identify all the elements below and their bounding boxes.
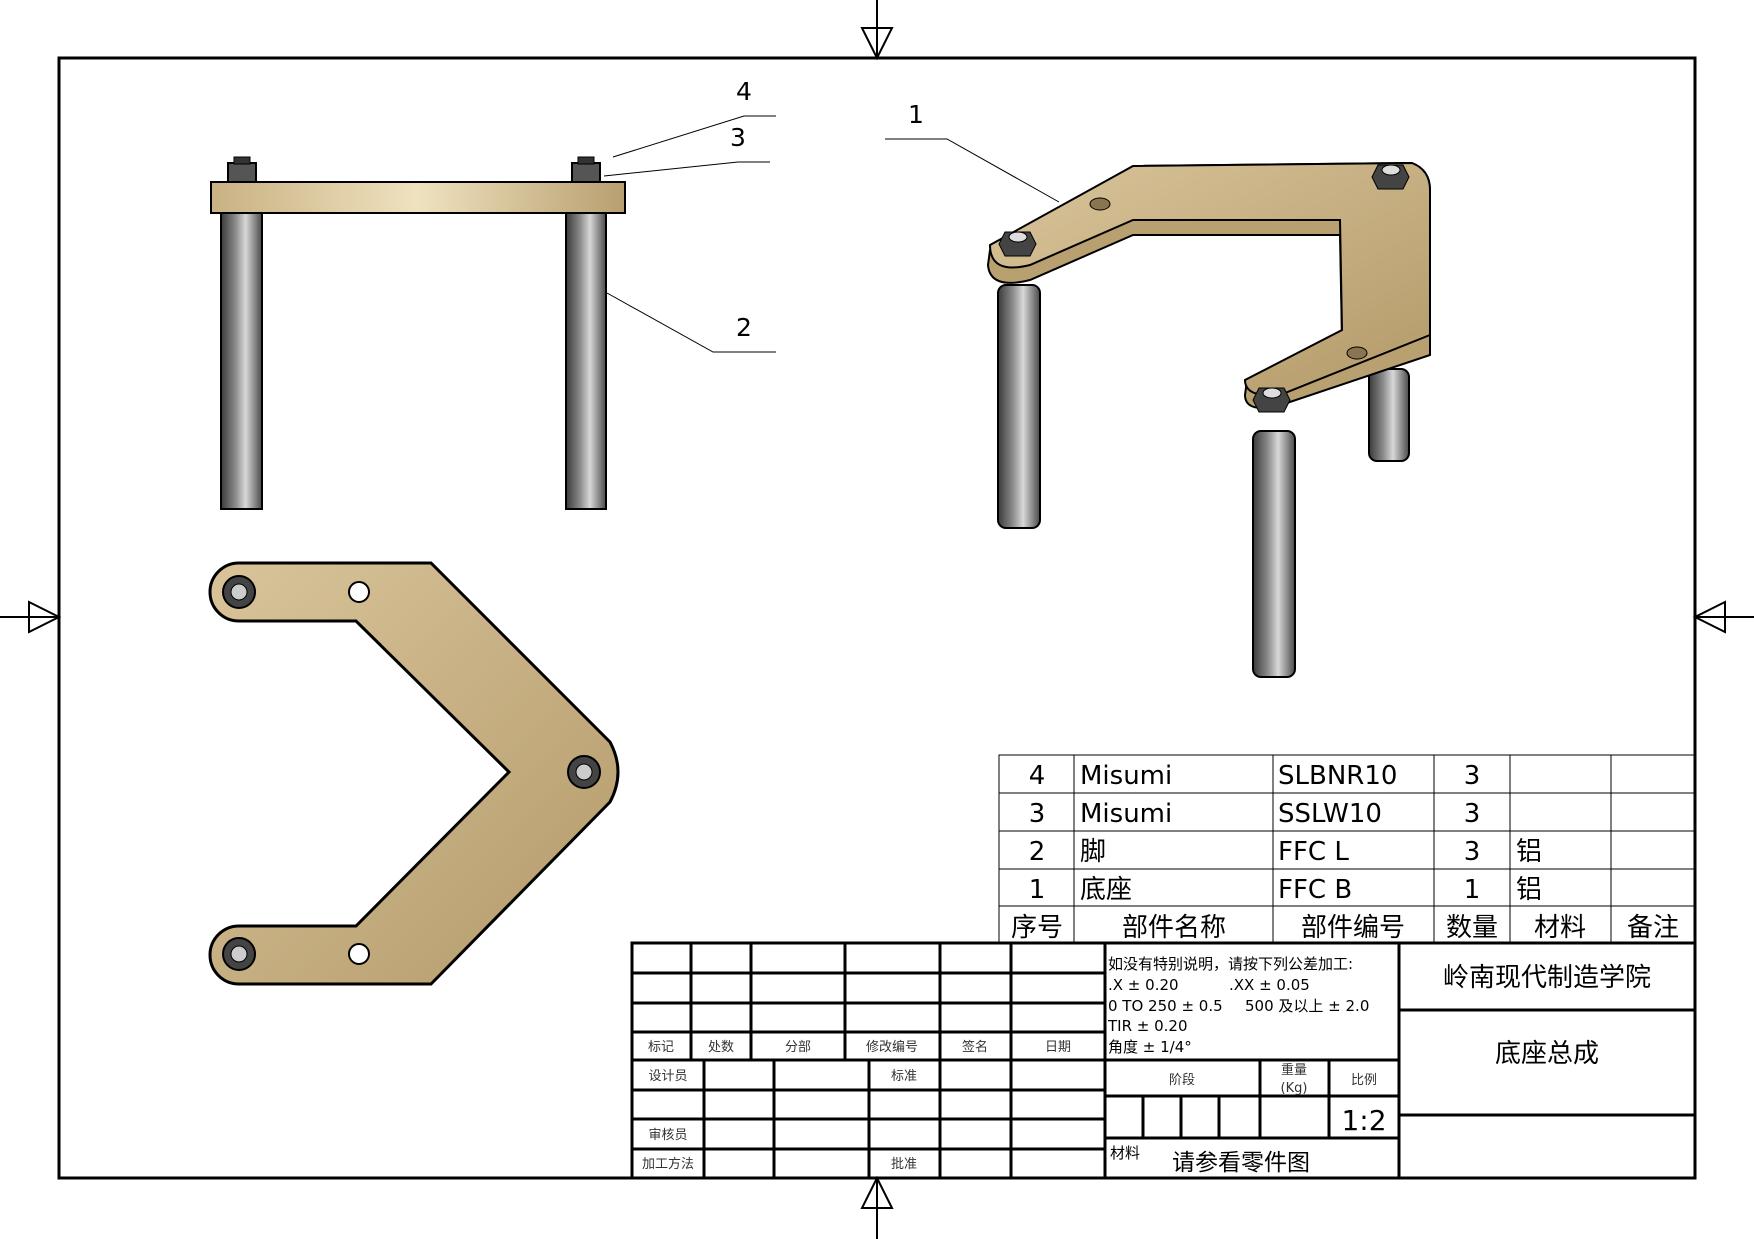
nut-icon (1371, 164, 1410, 190)
svg-text:.X ± 0.20: .X ± 0.20 (1108, 976, 1179, 994)
balloon-1-label: 1 (908, 100, 924, 129)
balloon-2: 2 (606, 292, 776, 353)
svg-text:SLBNR10: SLBNR10 (1278, 761, 1397, 791)
top-view (208, 561, 620, 986)
scale-label: 比例 (1351, 1073, 1377, 1088)
svg-text:0 TO 250 ± 0.5: 0 TO 250 ± 0.5 (1108, 997, 1223, 1015)
bolt-icon (222, 937, 256, 971)
svg-text:铝: 铝 (1516, 837, 1542, 867)
tolerance-note: 如没有特别说明，请按下列公差加工: .X ± 0.20 .XX ± 0.05 0… (1107, 955, 1369, 1056)
svg-text:底座: 底座 (1080, 875, 1132, 905)
center-mark-top (860, 0, 894, 61)
bom-row: 1 底座 FFC B 1 铝 (1029, 875, 1542, 905)
rev-header: 修改编号 (866, 1040, 918, 1055)
bom-table: 4 Misumi SLBNR10 3 3 Misumi SSLW10 3 2 脚… (998, 754, 1696, 944)
svg-text:如没有特别说明，请按下列公差加工:: 如没有特别说明，请按下列公差加工: (1108, 955, 1353, 973)
designer-label: 设计员 (648, 1069, 687, 1084)
svg-text:3: 3 (1464, 761, 1481, 791)
svg-text:角度 ± 1/4°: 角度 ± 1/4° (1108, 1038, 1192, 1056)
center-mark-left (0, 600, 62, 634)
svg-text:SSLW10: SSLW10 (1278, 799, 1382, 829)
balloon-1: 1 (885, 100, 1060, 203)
scale-value: 1:2 (1341, 1104, 1386, 1137)
stage-label: 阶段 (1169, 1073, 1195, 1088)
bolt-icon (222, 575, 256, 609)
svg-text:.XX ± 0.05: .XX ± 0.05 (1229, 976, 1310, 994)
svg-text:Misumi: Misumi (1080, 799, 1172, 829)
svg-text:FFC L: FFC L (1278, 837, 1349, 867)
svg-text:3: 3 (1464, 799, 1481, 829)
svg-text:备注: 备注 (1627, 913, 1679, 943)
balloon-4-label: 4 (736, 77, 752, 106)
rev-header: 日期 (1045, 1040, 1071, 1055)
svg-text:1: 1 (1464, 875, 1481, 905)
svg-text:序号: 序号 (1011, 913, 1063, 943)
checker-label: 审核员 (648, 1128, 687, 1143)
svg-text:TIR ± 0.20: TIR ± 0.20 (1107, 1017, 1188, 1035)
rev-header: 处数 (708, 1040, 734, 1055)
svg-text:材料: 材料 (1534, 913, 1586, 943)
svg-text:3: 3 (1029, 799, 1046, 829)
svg-text:部件名称: 部件名称 (1122, 913, 1226, 943)
rev-header: 签名 (962, 1039, 988, 1055)
drawing-title: 底座总成 (1495, 1039, 1599, 1069)
nut-icon (998, 231, 1037, 257)
svg-text:FFC B: FFC B (1278, 875, 1352, 905)
material-value: 请参看零件图 (1172, 1150, 1310, 1176)
bom-header: 序号 部件名称 部件编号 数量 材料 备注 (1011, 913, 1679, 943)
svg-text:Misumi: Misumi (1080, 761, 1172, 791)
bom-row: 3 Misumi SSLW10 3 (1029, 799, 1481, 829)
svg-text:500 及以上 ± 2.0: 500 及以上 ± 2.0 (1245, 997, 1369, 1015)
svg-text:4: 4 (1029, 761, 1046, 791)
center-mark-bottom (860, 1175, 894, 1239)
svg-text:2: 2 (1029, 837, 1046, 867)
front-view (210, 156, 626, 510)
balloon-3-label: 3 (730, 123, 746, 152)
svg-text:部件编号: 部件编号 (1301, 913, 1405, 943)
approve-label: 批准 (891, 1157, 917, 1172)
isometric-view (986, 161, 1431, 678)
rev-header: 标记 (648, 1040, 674, 1055)
balloon-2-label: 2 (736, 313, 752, 342)
rev-header: 分部 (785, 1040, 811, 1055)
material-label: 材料 (1110, 1144, 1140, 1162)
weight-unit: (Kg) (1281, 1081, 1308, 1096)
svg-text:1: 1 (1029, 875, 1046, 905)
svg-text:数量: 数量 (1446, 913, 1498, 943)
svg-text:3: 3 (1464, 837, 1481, 867)
bolt-icon (567, 755, 601, 789)
bom-row: 4 Misumi SLBNR10 3 (1029, 761, 1481, 791)
standard-label: 标准 (891, 1069, 917, 1084)
process-label: 加工方法 (642, 1156, 694, 1172)
svg-text:脚: 脚 (1080, 837, 1106, 867)
bom-row: 2 脚 FFC L 3 铝 (1029, 837, 1542, 867)
balloon-3: 3 (603, 123, 770, 177)
nut-icon (1252, 387, 1291, 413)
svg-text:铝: 铝 (1516, 875, 1542, 905)
title-block: 标记 处数 分部 修改编号 签名 日期 设计员 标准 审核员 加工方法 批准 如… (630, 941, 1697, 1180)
balloon-4: 4 (612, 77, 776, 158)
center-mark-right (1692, 600, 1754, 634)
school-name: 岭南现代制造学院 (1443, 963, 1651, 993)
weight-label: 重量 (1281, 1062, 1307, 1078)
